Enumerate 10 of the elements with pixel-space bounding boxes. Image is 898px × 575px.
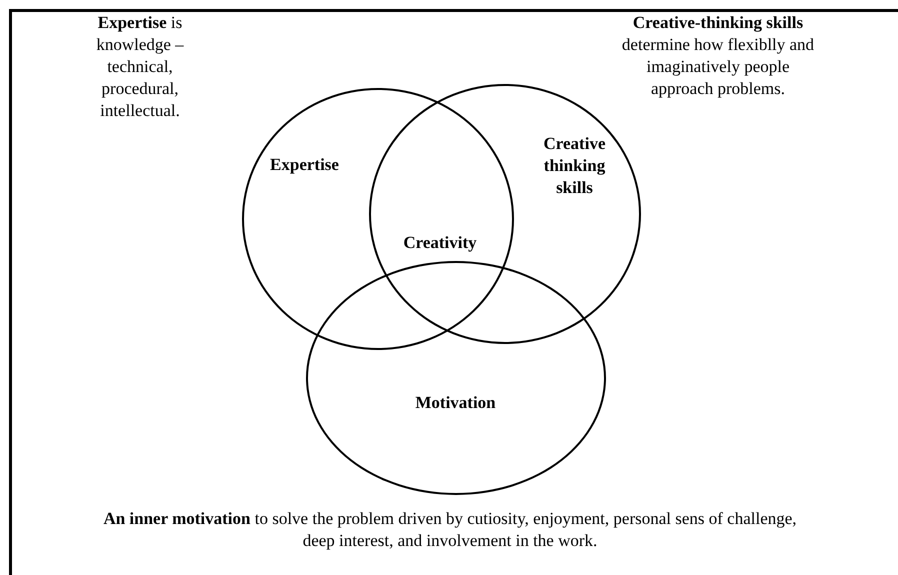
- venn-circle: [242, 88, 514, 350]
- venn-circle: [369, 84, 641, 344]
- description-text: Creative-thinking skills determine how flexiblly and imaginatively people approach problems.: [620, 12, 816, 100]
- venn-circle: [306, 261, 606, 495]
- intersection-label: Creativity: [402, 232, 478, 254]
- description-text: An inner motivation to solve the problem driven by cutiosity, enjoyment, personal sens of challenge, deep interest, and involvement in the work.: [102, 508, 798, 552]
- circle-label: Expertise: [269, 153, 340, 176]
- circle-label: Creative thinking skills: [542, 132, 606, 199]
- circle-label: Motivation: [414, 391, 497, 414]
- description-text: Expertise is knowledge – technical, procedural, intellectual.: [95, 12, 185, 122]
